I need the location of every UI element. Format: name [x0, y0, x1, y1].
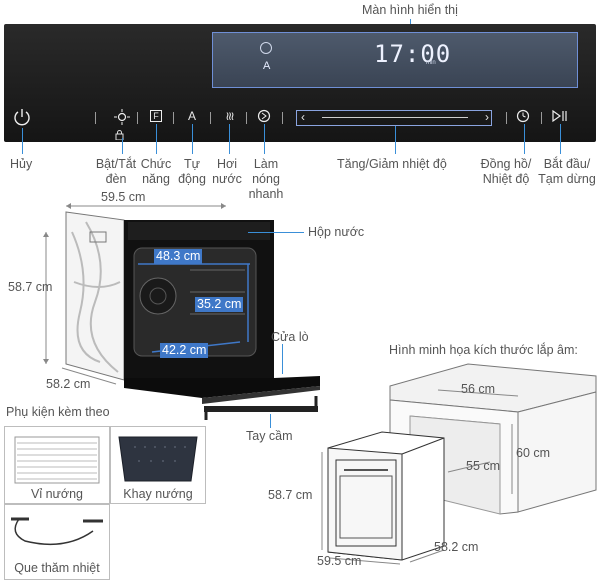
install-oven-width-label: 59.5 cm [317, 554, 362, 568]
display-unit: min [426, 60, 436, 66]
inner-height-label: 35.2 cm [195, 297, 244, 312]
display-label: Màn hình hiển thị [362, 3, 458, 17]
handle-label: Tay cầm [246, 429, 293, 443]
leader-line [395, 126, 396, 154]
clock-temp-label: Đồng hồ/ Nhiệt độ [480, 157, 532, 186]
temperature-slider[interactable] [296, 110, 492, 126]
separator [541, 112, 542, 124]
leader-line [192, 124, 193, 154]
inner-width-label: 48.3 cm [154, 249, 203, 264]
accessory-label: Vỉ nướng [30, 487, 83, 501]
leader-line [248, 232, 304, 233]
separator [173, 112, 174, 124]
cabinet-depth-label: 55 cm [466, 459, 501, 473]
leader-line [264, 124, 265, 154]
door-label: Cửa lò [271, 330, 309, 344]
separator [137, 112, 138, 124]
oven-depth-label: 58.2 cm [46, 377, 91, 391]
steam-icon[interactable]: ≀≀≀ [225, 109, 235, 123]
leader-line [524, 124, 525, 154]
play-pause-icon[interactable] [551, 109, 569, 123]
lock-icon [114, 127, 130, 141]
light-label: Bật/Tắt đèn [95, 157, 137, 186]
probe-card: Que thăm nhiệt [4, 504, 110, 580]
clock-temp-icon[interactable] [516, 109, 532, 123]
grill-rack-card: Vỉ nướng [4, 426, 110, 504]
auto-label: Tự động [178, 157, 206, 186]
install-oven-depth-label: 58.2 cm [434, 540, 479, 554]
steam-label: Hơi nước [212, 157, 242, 186]
oven-width-label: 59.5 cm [101, 190, 146, 204]
temperature-probe-icon [11, 517, 103, 546]
leader-line [156, 124, 157, 154]
slider-track [322, 117, 468, 118]
display-mode: A [263, 60, 271, 72]
chevron-right-icon[interactable]: › [485, 110, 489, 124]
leader-line [122, 138, 123, 154]
steam-indicator-icon [260, 42, 272, 54]
baking-tray-icon [118, 436, 198, 482]
leader-line [22, 128, 23, 154]
leader-line [560, 124, 561, 154]
baking-tray-card: Khay nướng [110, 426, 206, 504]
temperature-label: Tăng/Giảm nhiệt độ [337, 157, 447, 171]
accessories-title: Phụ kiện kèm theo [6, 405, 110, 419]
oven-height-label: 58.7 cm [8, 280, 53, 294]
display-screen [212, 32, 578, 88]
separator [282, 112, 283, 124]
chevron-left-icon[interactable]: ‹ [301, 110, 305, 124]
quick-heat-icon[interactable] [257, 109, 271, 123]
install-illustration [321, 363, 597, 565]
function-icon[interactable]: F [150, 110, 162, 122]
power-icon[interactable] [13, 108, 31, 126]
cabinet-height-label: 60 cm [516, 446, 551, 460]
separator [506, 112, 507, 124]
install-title: Hình minh họa kích thước lắp âm: [389, 343, 578, 357]
separator [210, 112, 211, 124]
leader-line [270, 414, 271, 428]
display-time: 17:00 [374, 40, 452, 68]
start-pause-label: Bắt đầu/ Tạm dừng [538, 157, 596, 186]
light-icon[interactable] [114, 109, 130, 125]
auto-icon[interactable]: A [187, 109, 196, 123]
separator [95, 112, 96, 124]
leader-line [229, 124, 230, 154]
cancel-label: Hủy [10, 157, 33, 171]
accessory-label: Que thăm nhiệt [14, 561, 100, 575]
water-tank-label: Hộp nước [308, 225, 365, 239]
inner-depth-label: 42.2 cm [160, 343, 209, 358]
quick-heat-label: Làm nóng nhanh [248, 157, 284, 201]
install-oven-height-label: 58.7 cm [268, 488, 313, 502]
separator [246, 112, 247, 124]
leader-line [282, 344, 283, 374]
accessory-label: Khay nướng [123, 487, 193, 501]
function-label: Chức năng [140, 157, 172, 186]
grill-rack-icon [14, 436, 100, 484]
cabinet-width-label: 56 cm [461, 382, 496, 396]
